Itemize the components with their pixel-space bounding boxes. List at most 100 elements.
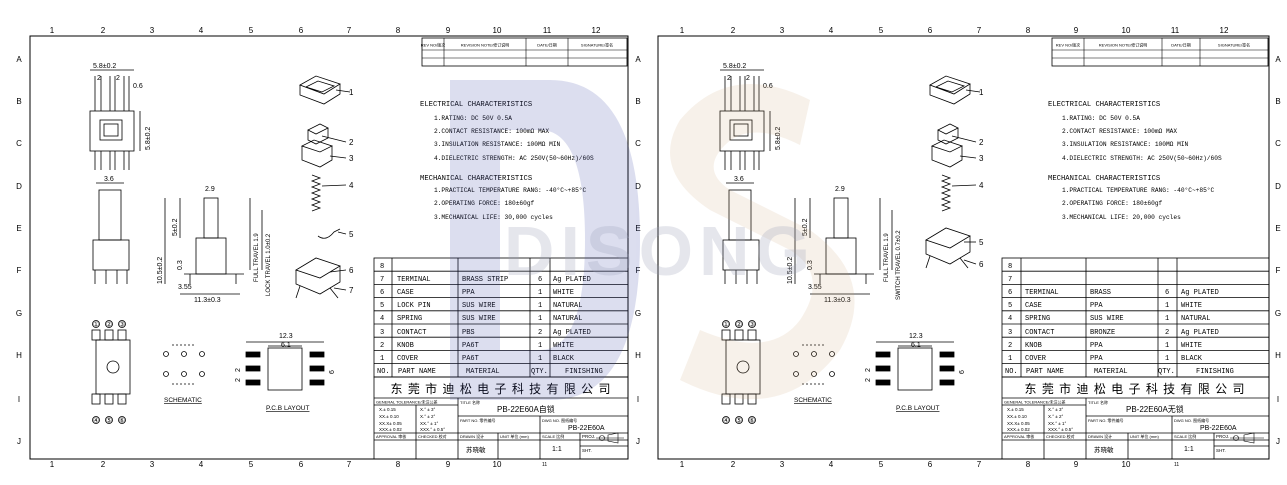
dim-pcb-h2: 2 <box>235 378 242 382</box>
schematic-label: SCHEMATIC <box>164 397 202 404</box>
electrical-heading: ELECTRICAL CHARACTERISTICS <box>1048 101 1160 109</box>
tol-row: XX.± 0.10 <box>1007 414 1027 419</box>
full-travel-label: FULL TRAVEL 1.9 <box>254 233 260 282</box>
row-label: A <box>1275 55 1281 64</box>
col-label: 11 <box>543 26 552 35</box>
bom-part: COVER <box>1025 355 1047 363</box>
dim-pcb-h1: 2 <box>235 368 242 372</box>
pin-2: ② <box>106 321 112 329</box>
tol-angle: X.° ± 2° <box>1048 414 1064 419</box>
row-label: G <box>635 309 641 318</box>
bom-qty: 1 <box>538 302 542 310</box>
col-label: 2 <box>101 26 106 35</box>
col-label: 5 <box>249 26 254 35</box>
col-label: 9 <box>1074 460 1079 469</box>
callout-3: 3 <box>349 154 354 163</box>
col-label: 1 <box>680 26 685 35</box>
bom-header-part: PART NAME <box>398 368 436 376</box>
dim-29: 2.9 <box>835 186 845 193</box>
row-label: D <box>635 182 641 191</box>
bom-material: PPA <box>462 289 475 297</box>
drawn-by: 苏晓敏 <box>466 445 486 454</box>
bom-no: 6 <box>1008 289 1012 297</box>
tol-angle: X.° ± 2° <box>420 414 436 419</box>
tol-row: X.± 0.15 <box>379 407 396 412</box>
bom-header-no: NO. <box>1005 368 1018 376</box>
mechanical-item: 1.PRACTICAL TEMPERATURE RANG: -40°C~+85°… <box>1062 187 1215 194</box>
callout-5: 5 <box>979 238 984 247</box>
dim-06: 0.6 <box>763 83 773 90</box>
title-block <box>1001 376 1270 460</box>
row-label: D <box>16 182 22 191</box>
drawn-label: DRAWN 设计 <box>1088 433 1112 439</box>
company-name: 东 莞 市 迪 松 电 子 科 技 有 限 公 司 <box>1024 381 1245 396</box>
scale-value: 1:1 <box>552 446 562 453</box>
tol-angle: XXX.° ± 0.5° <box>1048 427 1073 432</box>
mechanical-item: 3.MECHANICAL LIFE: 20,000 cycles <box>1062 214 1181 221</box>
dim-113: 11.3±0.3 <box>194 297 221 304</box>
row-label: E <box>635 224 640 233</box>
pin-3: ③ <box>749 321 755 329</box>
electrical-item: 4.DIELECTRIC STRENGTH: AC 250V(50~60Hz)/… <box>1062 155 1222 162</box>
top-view <box>719 69 771 170</box>
dim-29: 2.9 <box>205 186 215 193</box>
bom-no: 7 <box>380 276 384 284</box>
pcb-layout-label: P.C.B LAYOUT <box>896 405 939 412</box>
callout-2: 2 <box>979 138 984 147</box>
tol-row: XX.X± 0.05 <box>1007 421 1030 426</box>
col-label: 4 <box>829 460 834 469</box>
bom-finish: WHITE <box>553 289 574 297</box>
tolerance-heading: GENERAL TOLERANCE/未注公差 <box>1004 399 1066 405</box>
bom-finish: Ag PLATED <box>1181 329 1219 337</box>
dim-105: 10.5±0.2 <box>157 257 164 284</box>
dim-06: 0.6 <box>133 83 143 90</box>
bom-no: 1 <box>380 355 384 363</box>
dim-width-top: 5.8±0.2 <box>723 63 746 70</box>
pin-2: ② <box>736 321 742 329</box>
bom-part: TERMINAL <box>397 276 431 284</box>
pin-3: ③ <box>119 321 125 329</box>
col-label: 4 <box>199 26 204 35</box>
bom-header-no: NO. <box>377 368 390 376</box>
dim-width-top: 5.8±0.2 <box>93 63 116 70</box>
bom-part: SPRING <box>1025 315 1050 323</box>
exploded-parts <box>925 75 981 269</box>
drawing-title: PB-22E60A无锁 <box>1126 404 1184 414</box>
pcb-layout-label: P.C.B LAYOUT <box>266 405 309 412</box>
dwg-no-label: DWG NO. 图纸编号 <box>542 417 577 423</box>
row-label: I <box>637 395 639 404</box>
bom-no: 7 <box>1008 276 1012 284</box>
bom-finish: WHITE <box>553 342 574 350</box>
bom-qty: 1 <box>538 315 542 323</box>
col-label: 6 <box>299 26 304 35</box>
electrical-heading: ELECTRICAL CHARACTERISTICS <box>420 101 532 109</box>
col-label: 5 <box>879 26 884 35</box>
revision-note-header: REVISION NOTE/修订说明 <box>461 42 509 48</box>
bom-header-material: MATERIAL <box>466 368 500 376</box>
dim-5: 5±0.2 <box>802 218 809 236</box>
mechanical-heading: MECHANICAL CHARACTERISTICS <box>1048 175 1160 183</box>
col-label: 12 <box>1220 26 1229 35</box>
row-label: B <box>1275 97 1280 106</box>
drawn-label: DRAWN 设计 <box>460 433 484 439</box>
pin-4: ④ <box>723 417 729 425</box>
sht-label: SHT. <box>582 448 592 453</box>
tol-row: XX.± 0.10 <box>379 414 399 419</box>
bom-qty: 1 <box>1165 342 1169 350</box>
mechanical-item: 1.PRACTICAL TEMPERATURE RANG: -40°C~+85°… <box>434 187 587 194</box>
side-view-travel <box>164 197 263 295</box>
dim-side: 5.8±0.2 <box>775 127 782 150</box>
bom-no: 5 <box>1008 302 1012 310</box>
col-label: 6 <box>928 26 933 35</box>
dim-pcb-w: 12.3 <box>909 333 923 340</box>
row-label: B <box>635 97 640 106</box>
bom-table <box>373 257 629 378</box>
exploded-parts <box>295 75 351 299</box>
part-no-label: PART NO. 零件编号 <box>1088 417 1124 423</box>
pcb-layout <box>245 341 325 391</box>
col-label: 3 <box>150 460 155 469</box>
row-label: C <box>635 139 641 148</box>
bom-no: 3 <box>1008 329 1012 337</box>
row-label: A <box>16 55 22 64</box>
dwg-no: PB-22E60A <box>1200 425 1237 432</box>
